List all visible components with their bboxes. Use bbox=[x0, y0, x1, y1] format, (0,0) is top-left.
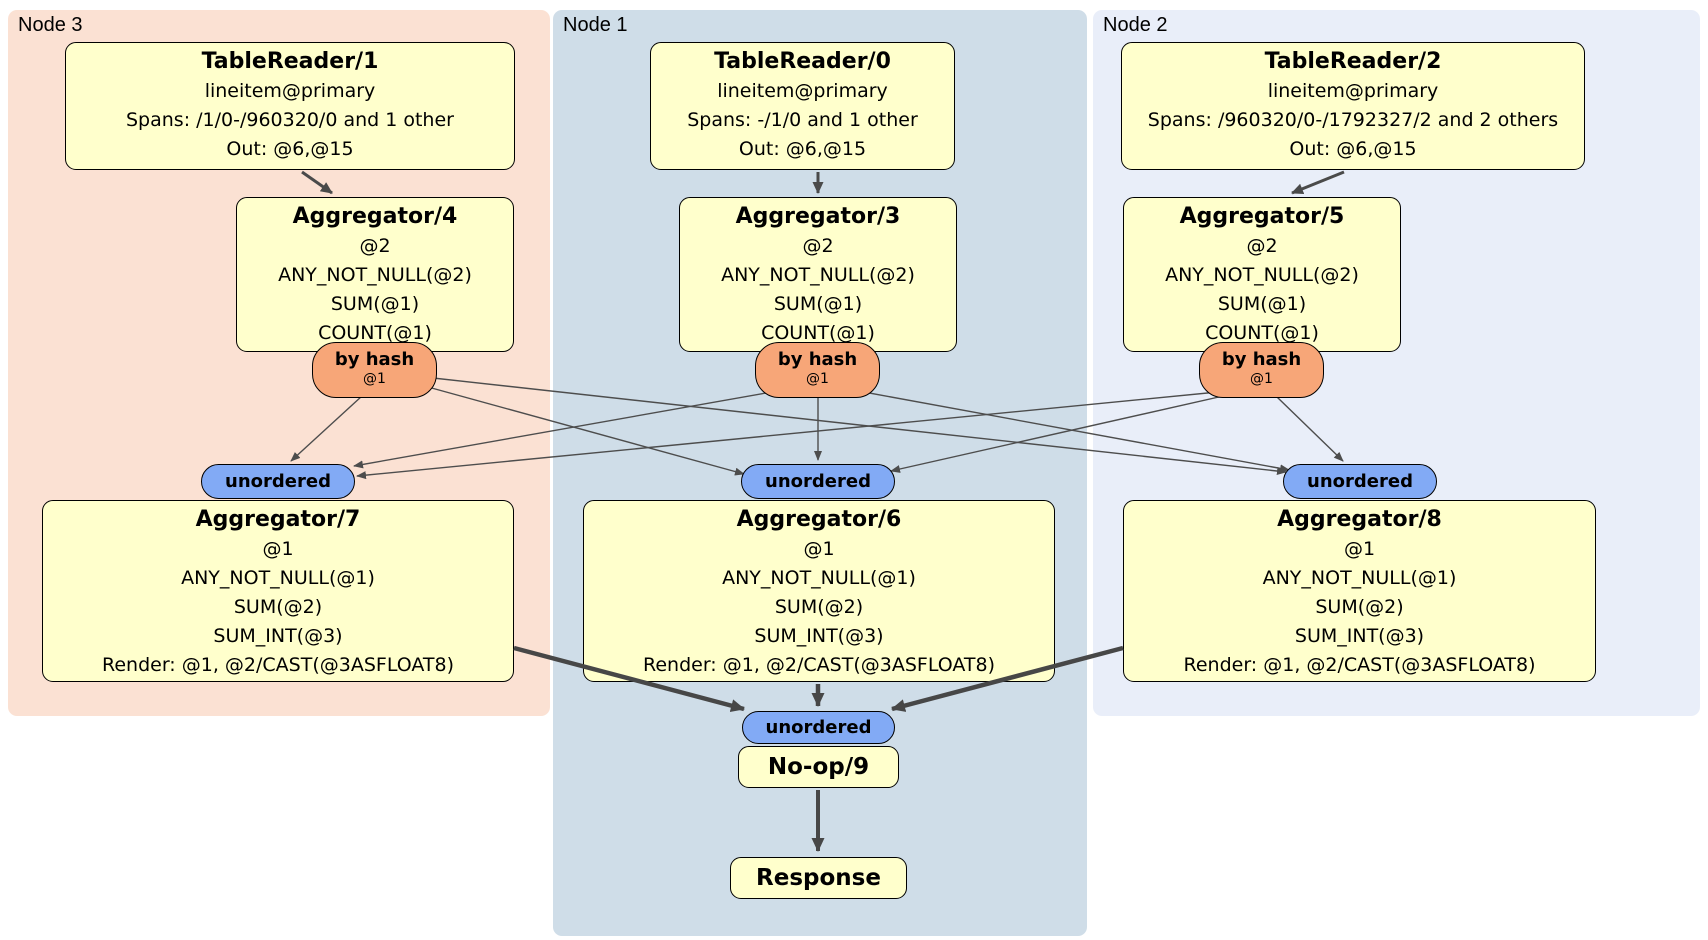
processor-tablereader-2: TableReader/2 lineitem@primary Spans: /9… bbox=[1121, 42, 1585, 170]
router-by-hash-3: by hash @1 bbox=[755, 342, 880, 398]
processor-index: lineitem@primary bbox=[204, 80, 376, 102]
sync-unordered-6: unordered bbox=[741, 464, 895, 499]
processor-title: Aggregator/4 bbox=[292, 204, 458, 229]
processor-render: Render: @1, @2/CAST(@3ASFLOAT8) bbox=[1183, 654, 1536, 676]
edge-tr2-agg5 bbox=[1291, 170, 1345, 195]
processor-title: Aggregator/7 bbox=[195, 507, 361, 532]
processor-aggregator-7: Aggregator/7 @1 ANY_NOT_NULL(@1) SUM(@2)… bbox=[42, 500, 514, 682]
sync-label: unordered bbox=[225, 471, 331, 492]
processor-agg-fn: SUM(@2) bbox=[774, 596, 864, 618]
processor-title: No-op/9 bbox=[767, 754, 870, 780]
router-by-hash-5: by hash @1 bbox=[1199, 342, 1324, 398]
processor-render: Render: @1, @2/CAST(@3ASFLOAT8) bbox=[102, 654, 454, 676]
processor-noop-9: No-op/9 bbox=[738, 746, 899, 788]
processor-out: Out: @6,@15 bbox=[1289, 138, 1417, 160]
sync-unordered-8: unordered bbox=[1283, 464, 1437, 499]
processor-agg-fn: ANY_NOT_NULL(@2) bbox=[721, 264, 915, 286]
processor-agg-fn: SUM_INT(@3) bbox=[754, 625, 884, 647]
sync-label: unordered bbox=[765, 471, 871, 492]
edge-r5-s8 bbox=[1276, 396, 1344, 462]
processor-agg-fn: ANY_NOT_NULL(@1) bbox=[722, 567, 916, 589]
processor-group-cols: @2 bbox=[802, 235, 834, 257]
router-columns: @1 bbox=[806, 371, 829, 387]
processor-agg-fn: SUM(@1) bbox=[1217, 293, 1307, 315]
sync-unordered-7: unordered bbox=[201, 464, 355, 499]
processor-agg-fn: SUM(@2) bbox=[1315, 596, 1404, 618]
processor-agg-fn: SUM_INT(@3) bbox=[1294, 625, 1425, 647]
processor-group-cols: @1 bbox=[803, 538, 835, 560]
processor-group-cols: @1 bbox=[262, 538, 294, 560]
router-columns: @1 bbox=[363, 371, 386, 387]
processor-title: Response bbox=[756, 865, 881, 891]
processor-title: Aggregator/3 bbox=[735, 204, 901, 229]
region-label-node1: Node 1 bbox=[563, 14, 628, 36]
processor-agg-fn: ANY_NOT_NULL(@1) bbox=[1262, 567, 1457, 589]
processor-agg-fn: SUM(@1) bbox=[330, 293, 420, 315]
processor-title: TableReader/2 bbox=[1264, 49, 1442, 74]
router-label: by hash bbox=[777, 349, 858, 370]
processor-spans: Spans: /960320/0-/1792327/2 and 2 others bbox=[1147, 109, 1559, 131]
processor-index: lineitem@primary bbox=[717, 80, 888, 102]
router-label: by hash bbox=[1221, 349, 1302, 370]
processor-group-cols: @2 bbox=[1246, 235, 1278, 257]
edge-agg8-s9 bbox=[891, 645, 1124, 712]
edge-r4-s8 bbox=[432, 377, 1287, 475]
edge-tr1-agg4 bbox=[301, 170, 333, 195]
region-label-node3: Node 3 bbox=[18, 14, 83, 36]
processor-title: Aggregator/8 bbox=[1277, 507, 1442, 532]
sync-label: unordered bbox=[1307, 471, 1413, 492]
processor-aggregator-8: Aggregator/8 @1 ANY_NOT_NULL(@1) SUM(@2)… bbox=[1123, 500, 1596, 682]
processor-agg-fn: COUNT(@1) bbox=[761, 322, 875, 344]
processor-aggregator-5: Aggregator/5 @2 ANY_NOT_NULL(@2) SUM(@1)… bbox=[1123, 197, 1401, 352]
processor-agg-fn: ANY_NOT_NULL(@1) bbox=[181, 567, 375, 589]
processor-agg-fn: COUNT(@1) bbox=[1205, 322, 1319, 344]
router-columns: @1 bbox=[1250, 371, 1273, 387]
response-node: Response bbox=[730, 857, 907, 899]
processor-group-cols: @2 bbox=[359, 235, 391, 257]
processor-render: Render: @1, @2/CAST(@3ASFLOAT8) bbox=[643, 654, 995, 676]
router-label: by hash bbox=[334, 349, 415, 370]
processor-title: TableReader/1 bbox=[201, 49, 379, 74]
processor-group-cols: @1 bbox=[1343, 538, 1376, 560]
processor-out: Out: @6,@15 bbox=[738, 138, 867, 160]
edge-r5-s6 bbox=[890, 393, 1233, 473]
router-by-hash-4: by hash @1 bbox=[312, 342, 437, 398]
processor-agg-fn: SUM(@1) bbox=[773, 293, 863, 315]
processor-agg-fn: SUM_INT(@3) bbox=[213, 625, 343, 647]
region-label-node2: Node 2 bbox=[1103, 14, 1168, 36]
edge-r4-s7 bbox=[290, 395, 363, 462]
processor-out: Out: @6,@15 bbox=[226, 138, 354, 160]
sync-unordered-9: unordered bbox=[742, 711, 895, 744]
processor-agg-fn: COUNT(@1) bbox=[318, 322, 432, 344]
processor-title: TableReader/0 bbox=[714, 49, 891, 74]
processor-title: Aggregator/6 bbox=[736, 507, 902, 532]
edge-agg7-s9 bbox=[513, 645, 745, 712]
processor-tablereader-1: TableReader/1 lineitem@primary Spans: /1… bbox=[65, 42, 515, 170]
processor-index: lineitem@primary bbox=[1267, 80, 1439, 102]
processor-aggregator-3: Aggregator/3 @2 ANY_NOT_NULL(@2) SUM(@1)… bbox=[679, 197, 957, 352]
edge-r4-s6 bbox=[427, 386, 745, 476]
processor-agg-fn: ANY_NOT_NULL(@2) bbox=[1165, 264, 1359, 286]
edge-r3-s7 bbox=[353, 389, 784, 469]
processor-spans: Spans: /1/0-/960320/0 and 1 other bbox=[126, 109, 454, 131]
processor-tablereader-0: TableReader/0 lineitem@primary Spans: -/… bbox=[650, 42, 955, 170]
processor-aggregator-6: Aggregator/6 @1 ANY_NOT_NULL(@1) SUM(@2)… bbox=[583, 500, 1055, 682]
processor-title: Aggregator/5 bbox=[1179, 204, 1345, 229]
processor-aggregator-4: Aggregator/4 @2 ANY_NOT_NULL(@2) SUM(@1)… bbox=[236, 197, 514, 352]
edge-r5-s7 bbox=[356, 390, 1229, 480]
processor-agg-fn: SUM(@2) bbox=[233, 596, 323, 618]
sync-label: unordered bbox=[765, 717, 872, 738]
processor-agg-fn: ANY_NOT_NULL(@2) bbox=[278, 264, 472, 286]
processor-spans: Spans: -/1/0 and 1 other bbox=[687, 109, 918, 131]
